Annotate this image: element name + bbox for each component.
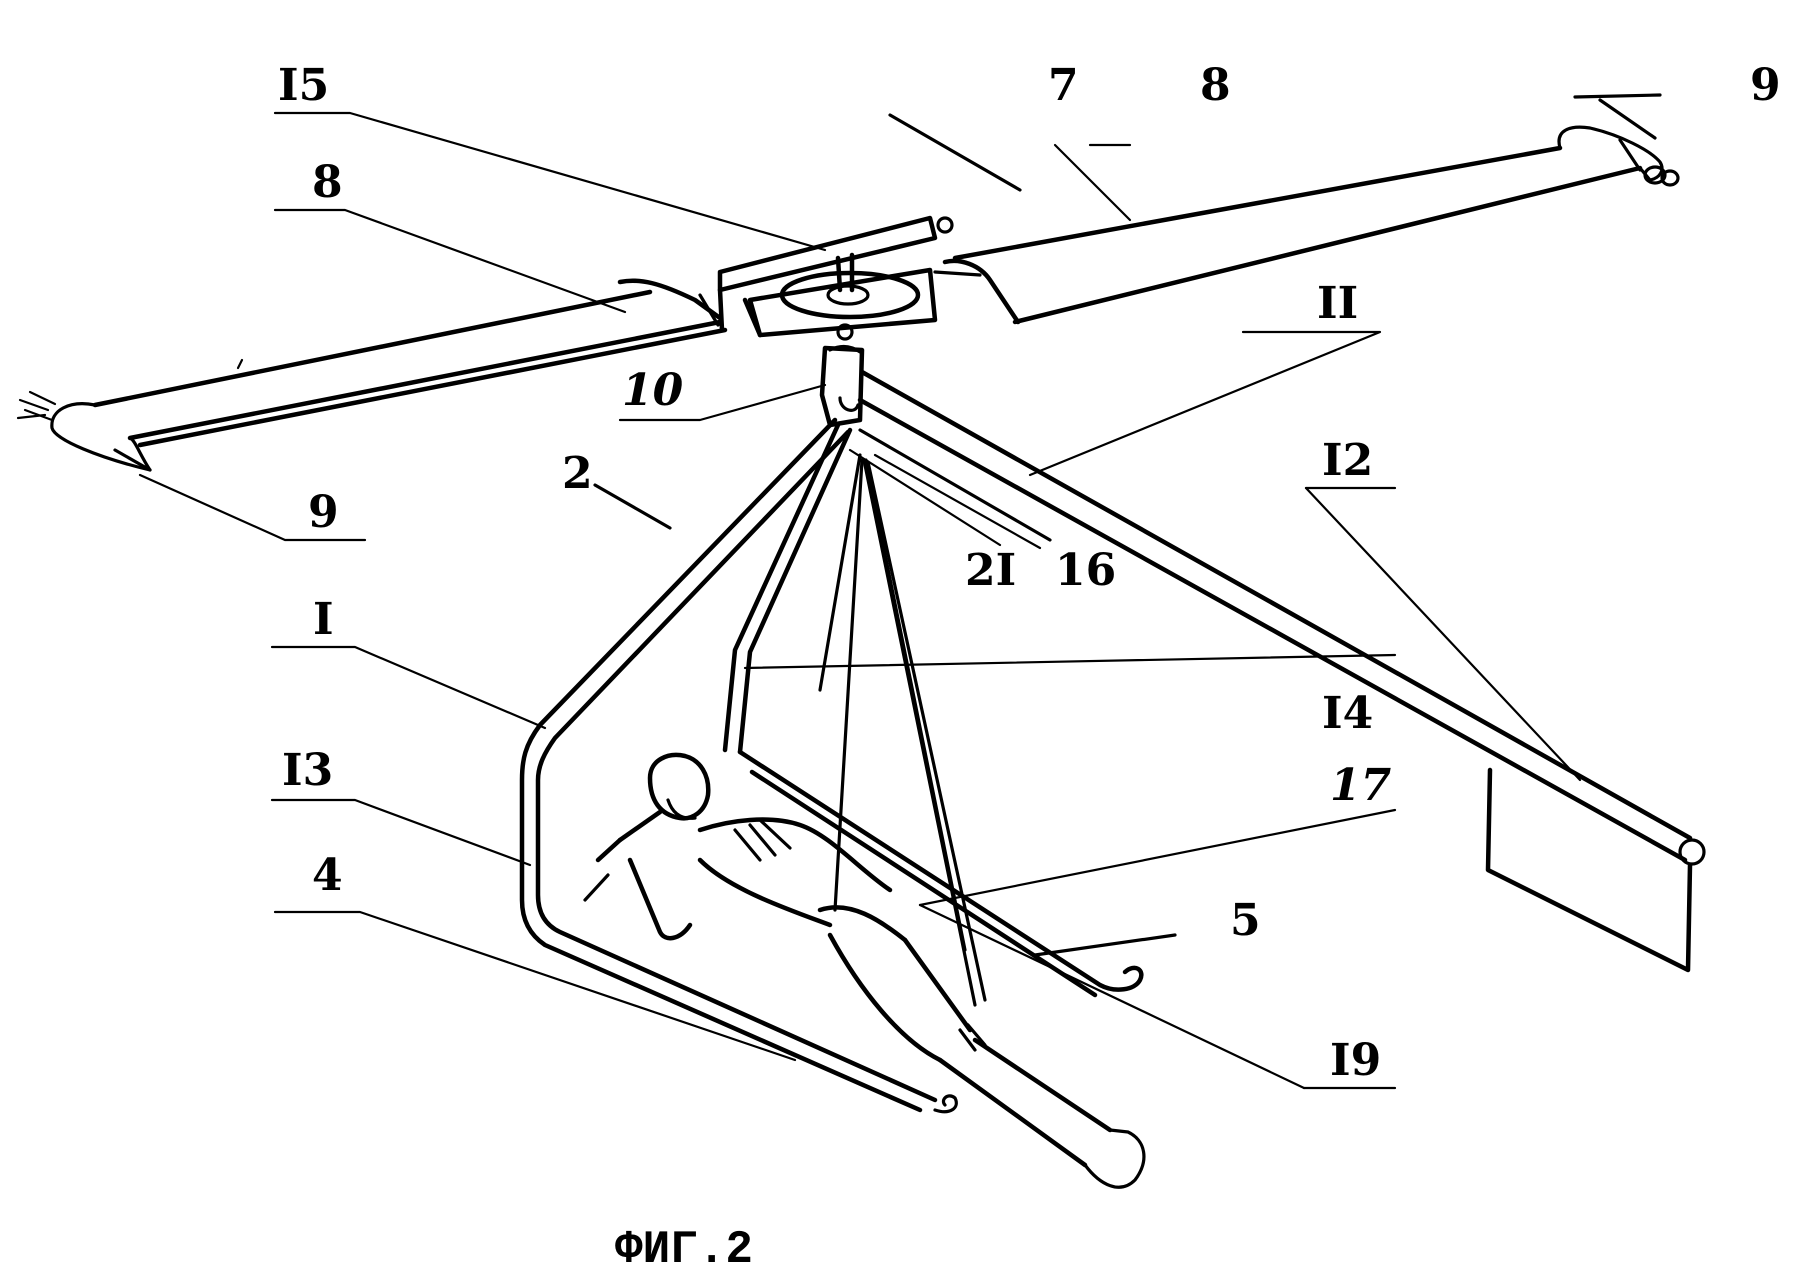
label-2: 2 — [562, 448, 593, 499]
label-8-left: 8 — [312, 157, 343, 208]
frame-tube — [519, 417, 958, 1114]
pivot-joint — [819, 344, 865, 428]
label-12: I2 — [1322, 435, 1373, 486]
label-17: 17 — [1330, 760, 1392, 811]
rotor-hub — [717, 215, 954, 341]
label-4: 4 — [312, 850, 343, 901]
skid-right — [737, 749, 1144, 998]
label-14: I4 — [1322, 688, 1373, 739]
label-15: I5 — [278, 60, 329, 111]
label-21: 2I — [965, 545, 1016, 596]
label-13: I3 — [282, 745, 333, 796]
blade-root-right — [933, 258, 1021, 325]
label-11: II — [1317, 278, 1358, 329]
figure-caption: ФИГ.2 — [615, 1224, 753, 1276]
tail-boom — [857, 369, 1706, 866]
tail-fin — [1485, 767, 1693, 973]
label-7: 7 — [1048, 60, 1079, 111]
pilot-figure — [583, 752, 1146, 1189]
label-9-top: 9 — [1750, 60, 1781, 111]
suspension-cables — [743, 428, 1397, 1007]
leader-lines — [138, 93, 1662, 1090]
label-16: 16 — [1055, 545, 1116, 596]
label-5: 5 — [1230, 895, 1261, 946]
label-9-left: 9 — [308, 487, 339, 538]
blade-root-left — [617, 278, 723, 327]
label-8-top: 8 — [1200, 60, 1231, 111]
label-1: I — [313, 594, 334, 645]
label-10: 10 — [622, 365, 684, 416]
rotor-blade-right — [952, 125, 1680, 325]
rotor-blade-left — [16, 289, 728, 472]
label-19: I9 — [1330, 1035, 1381, 1086]
frame-inner-tube — [722, 422, 853, 755]
